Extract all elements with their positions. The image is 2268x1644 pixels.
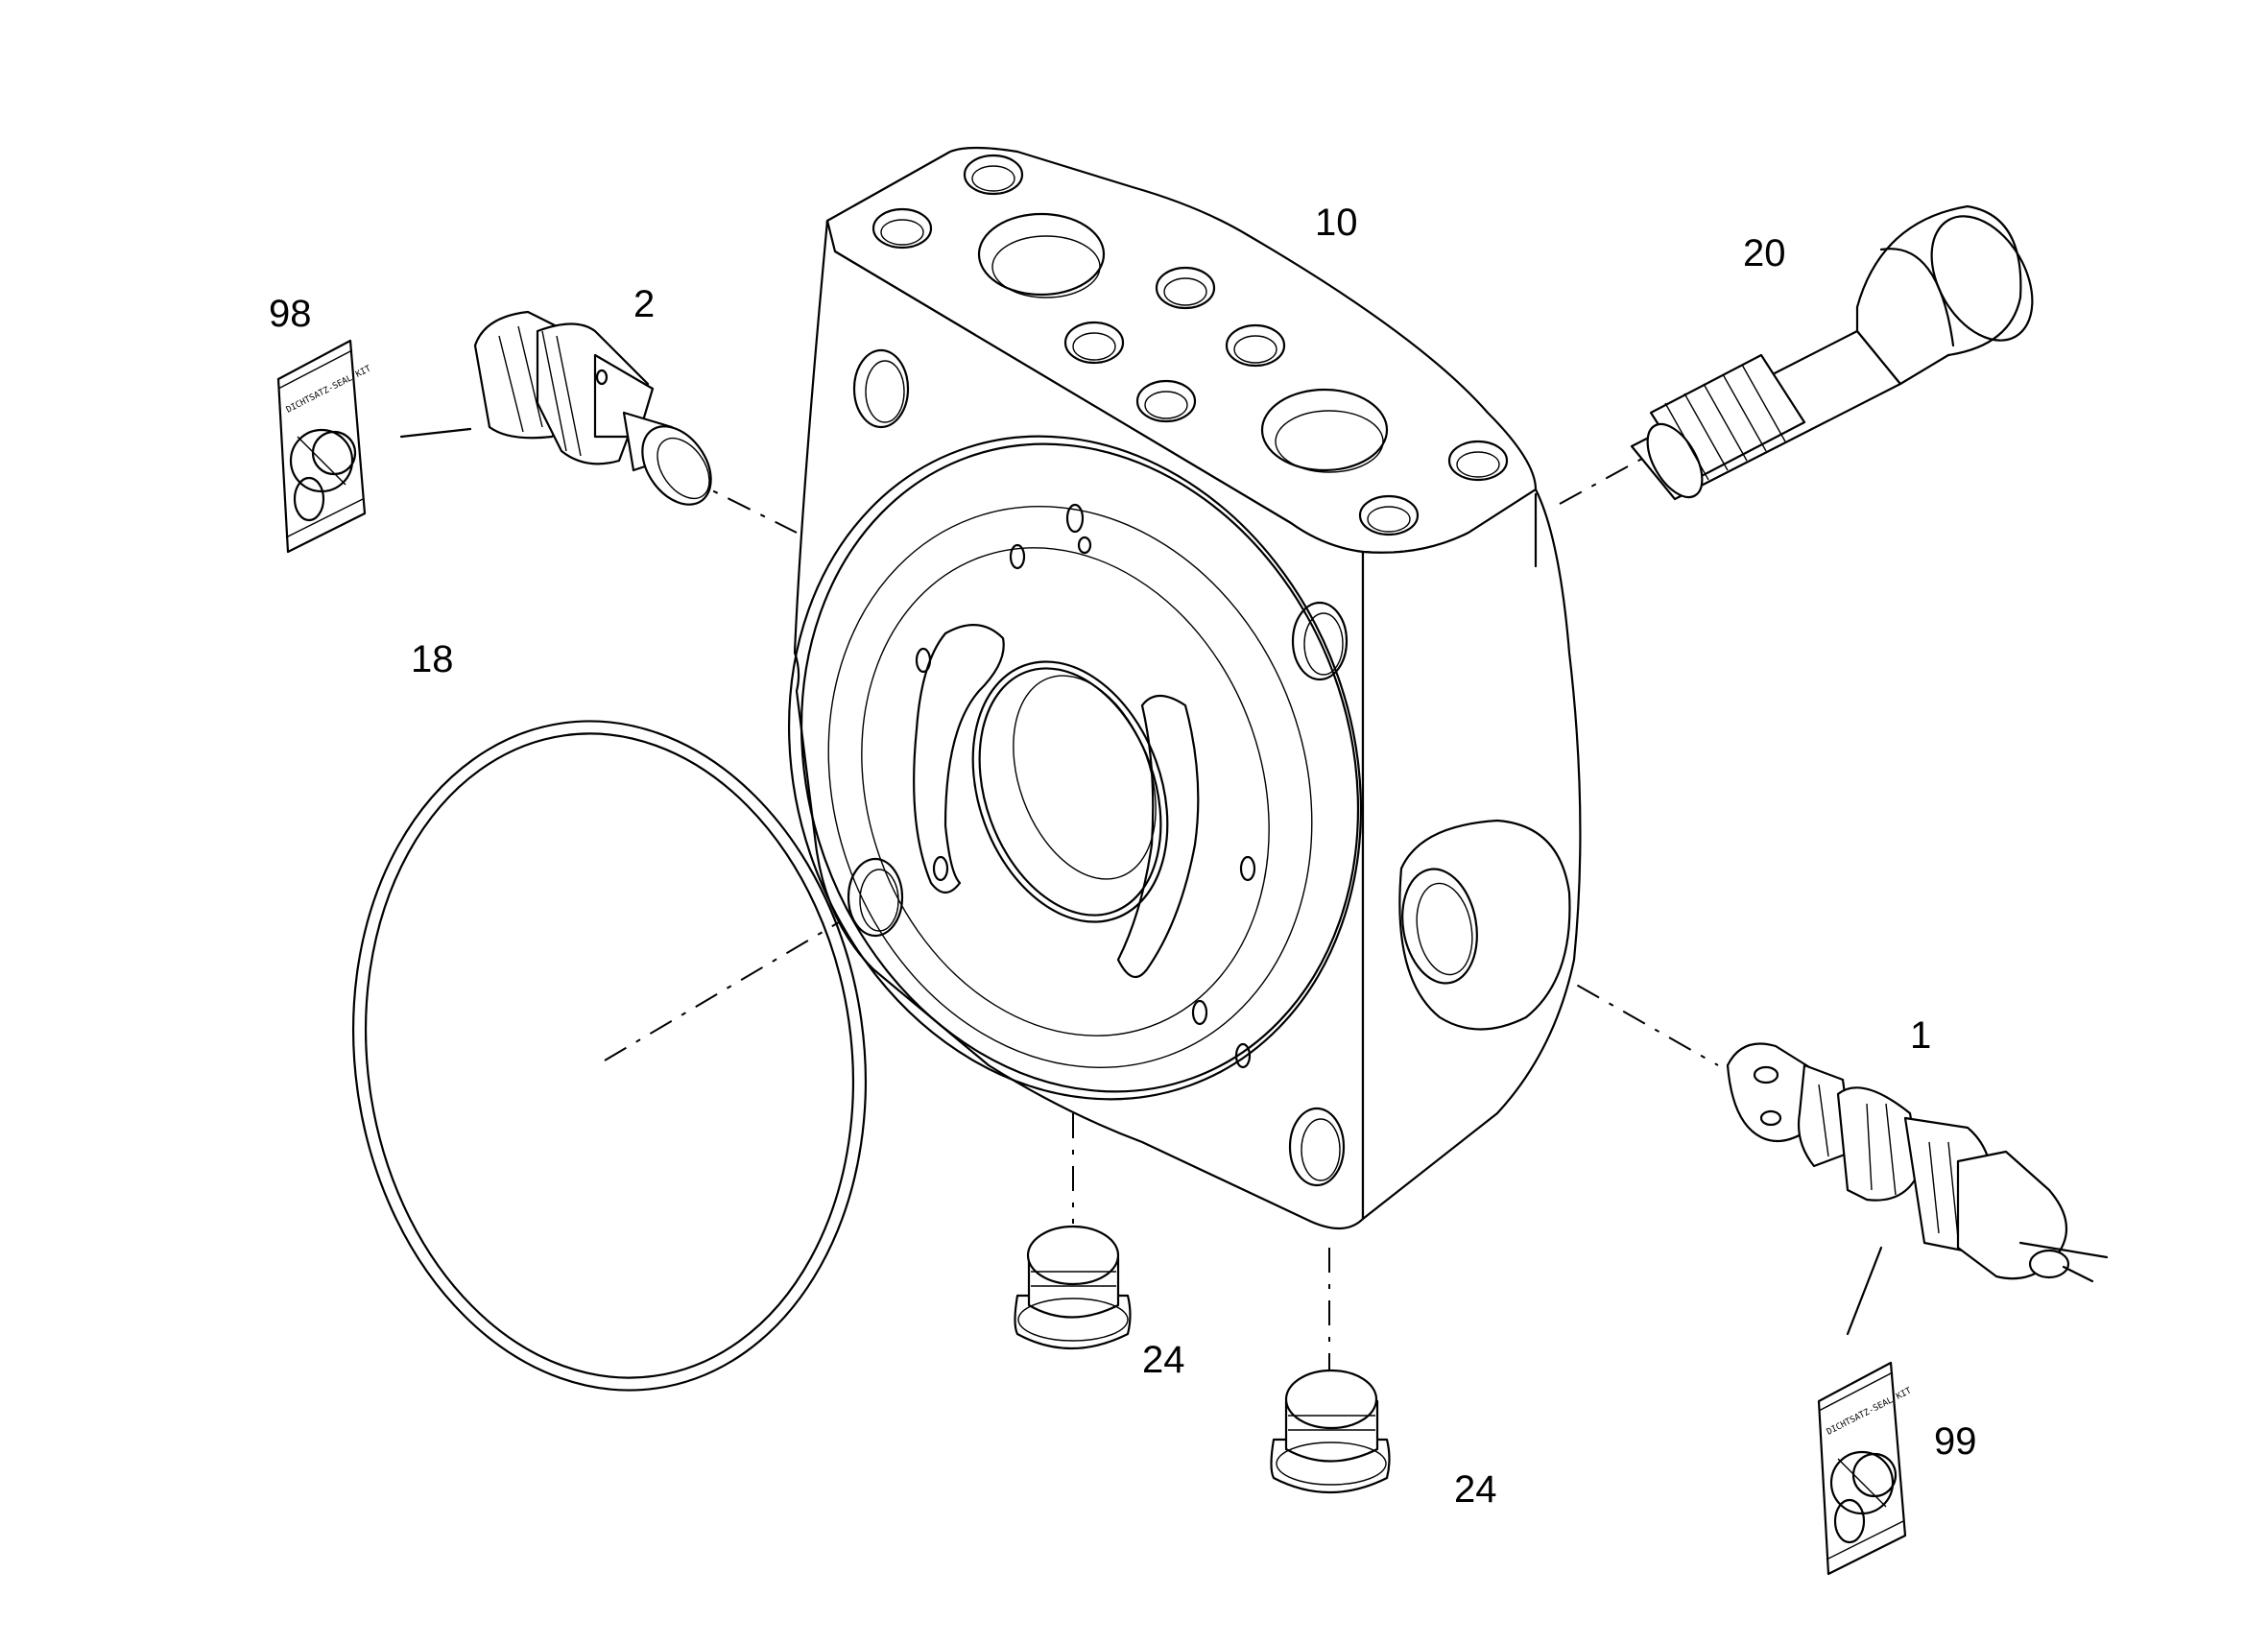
callout-24-right: 24: [1454, 1468, 1497, 1511]
callout-24-left: 24: [1142, 1339, 1185, 1381]
callout-99: 99: [1934, 1420, 1977, 1463]
callout-10: 10: [1315, 202, 1358, 244]
bolt-20: [1630, 204, 2034, 501]
housing-10: [787, 146, 1582, 1229]
valve-2: [473, 310, 712, 506]
callout-18: 18: [411, 638, 454, 680]
plug-24-left: [1014, 1225, 1132, 1350]
callout-labels: 10 20 2 98 18 1 24 24 99: [269, 202, 1977, 1511]
callout-2: 2: [633, 283, 655, 325]
o-ring-18: [351, 720, 868, 1392]
seal-kit-bag-99: DICHTSATZ-SEAL KIT: [1817, 1361, 1914, 1576]
top-face-ports: [871, 154, 1509, 536]
callout-98: 98: [269, 293, 312, 335]
valve-1: [1726, 1042, 2109, 1283]
plug-24-right: [1270, 1369, 1391, 1494]
seal-kit-bag-98: DICHTSATZ-SEAL KIT: [276, 339, 373, 554]
callout-1: 1: [1910, 1014, 1931, 1057]
callout-20: 20: [1743, 232, 1786, 274]
